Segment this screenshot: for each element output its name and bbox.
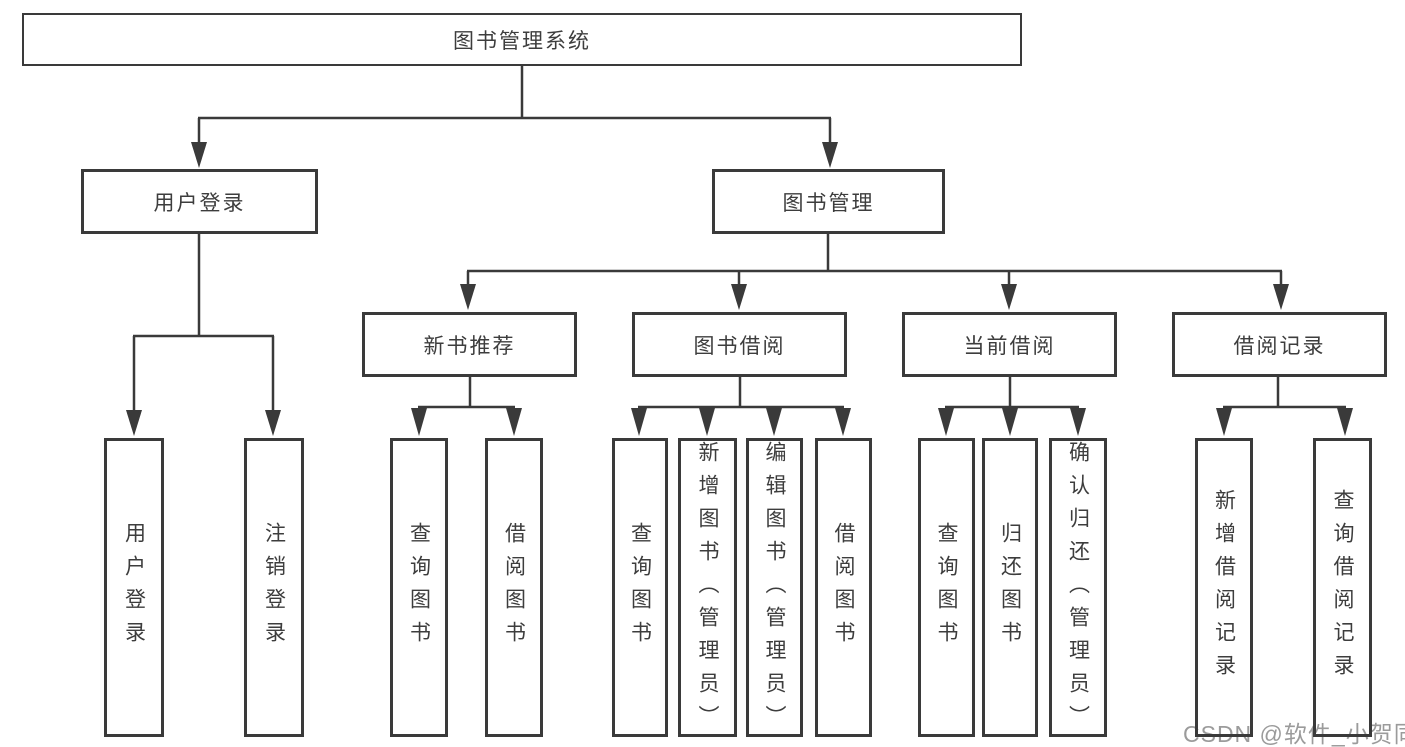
leaf-borrow-borrow-books: 借阅图书 <box>815 438 872 737</box>
node-book-management: 图书管理 <box>712 169 945 234</box>
node-label: 注销登录 <box>262 521 286 654</box>
leaf-user-login: 用户登录 <box>104 438 164 737</box>
arrow-to-user-login <box>191 142 207 168</box>
node-label: 查询图书 <box>628 521 652 654</box>
arrowheads <box>126 142 1353 436</box>
connector-user-login-subtree <box>132 233 275 414</box>
arrow-to-recommend-borrow-books <box>506 408 522 436</box>
node-label: 用户登录 <box>122 521 146 654</box>
arrow-to-records-add-record <box>1216 408 1232 436</box>
arrow-to-borrowing-records <box>1273 284 1289 310</box>
leaf-current-confirm-return-admin: 确认归还（管理员） <box>1049 438 1107 738</box>
leaf-borrow-edit-books-admin: 编辑图书（管理员） <box>746 438 803 738</box>
arrow-to-borrow-borrow-books <box>835 408 851 436</box>
node-current-borrowing: 当前借阅 <box>902 312 1117 377</box>
node-user-login: 用户登录 <box>81 169 318 234</box>
leaf-records-query-record: 查询借阅记录 <box>1313 438 1372 737</box>
connector-level2-branch <box>197 116 832 146</box>
node-label: 新增借阅记录 <box>1212 488 1236 687</box>
node-book-borrowing: 图书借阅 <box>632 312 847 377</box>
arrow-to-new-book-recommend <box>460 284 476 310</box>
node-label: 查询借阅记录 <box>1331 488 1354 687</box>
arrow-to-borrow-edit-books <box>766 408 782 436</box>
arrow-to-current-borrowing <box>1001 284 1017 310</box>
node-label: 借阅记录 <box>1233 334 1326 358</box>
node-new-book-recommend: 新书推荐 <box>362 312 577 377</box>
node-label: 图书借阅 <box>693 334 786 358</box>
node-label: 图书管理 <box>782 191 875 215</box>
node-label: 借阅图书 <box>832 521 855 654</box>
node-label: 借阅图书 <box>502 521 526 654</box>
leaf-logout: 注销登录 <box>244 438 304 737</box>
arrow-to-current-query-books <box>938 408 954 436</box>
arrow-to-leaf-logout <box>265 410 281 436</box>
node-label: 新增图书（管理员） <box>696 441 719 738</box>
leaf-borrow-add-books-admin: 新增图书（管理员） <box>678 438 737 738</box>
connector-leaf-brackets <box>418 376 1346 409</box>
leaf-records-add-record: 新增借阅记录 <box>1195 438 1253 737</box>
node-borrowing-records: 借阅记录 <box>1172 312 1387 377</box>
arrow-to-borrow-query-books <box>631 408 647 436</box>
arrow-to-current-confirm-return <box>1070 408 1086 436</box>
leaf-borrow-query-books: 查询图书 <box>612 438 668 737</box>
node-label: 用户登录 <box>153 191 246 215</box>
node-label: 当前借阅 <box>963 334 1056 358</box>
arrow-to-records-query-record <box>1337 408 1353 436</box>
leaf-current-query-books: 查询图书 <box>918 438 975 737</box>
arrow-to-leaf-user-login <box>126 410 142 436</box>
arrow-to-borrow-add-books <box>699 408 715 436</box>
arrow-to-book-borrowing <box>731 284 747 310</box>
node-label: 查询图书 <box>935 521 958 654</box>
leaf-recommend-query-books: 查询图书 <box>390 438 448 737</box>
leaf-recommend-borrow-books: 借阅图书 <box>485 438 543 737</box>
node-label: 图书管理系统 <box>453 29 591 53</box>
connector-level3-branch <box>466 233 1283 288</box>
arrow-to-recommend-query-books <box>411 408 427 436</box>
node-label: 确认归还（管理员） <box>1066 441 1090 738</box>
node-library-management-system: 图书管理系统 <box>22 13 1022 66</box>
leaf-current-return-books: 归还图书 <box>982 438 1038 737</box>
node-label: 新书推荐 <box>423 334 516 358</box>
arrow-to-current-return-books <box>1002 408 1018 436</box>
node-label: 编辑图书（管理员） <box>763 441 786 738</box>
node-label: 归还图书 <box>998 521 1022 654</box>
arrow-to-book-management <box>822 142 838 168</box>
node-label: 查询图书 <box>407 521 431 654</box>
